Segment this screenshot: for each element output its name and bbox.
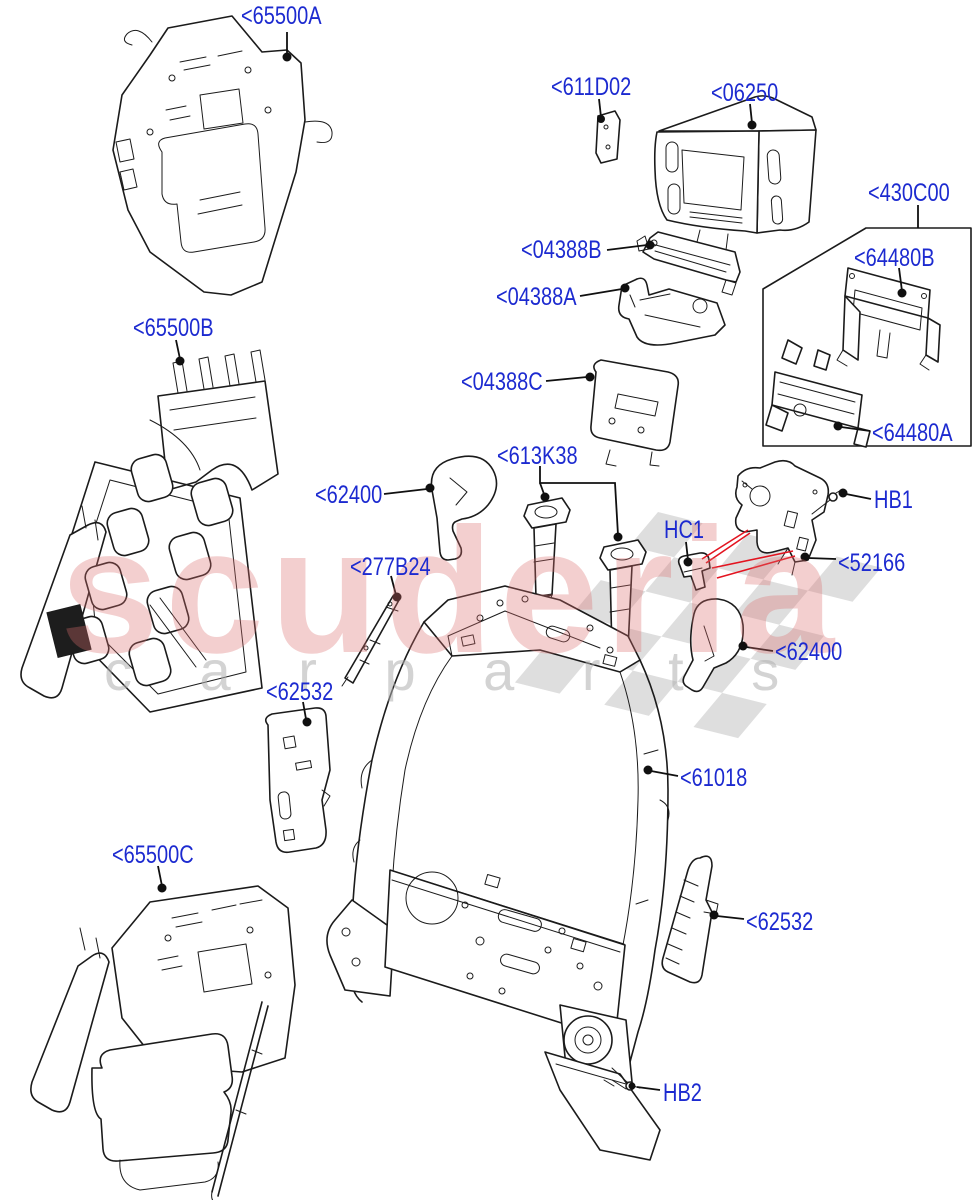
part-guide-trim-62400-left [431,456,496,560]
bolt-hb1 [829,493,837,501]
leader-lines [158,32,919,1090]
part-label-277B24[interactable]: <277B24 [350,553,431,581]
part-label-52166[interactable]: <52166 [838,549,906,577]
part-seat-back-assembly-65500C [31,886,295,1200]
watermark-brand-text: scuderia [60,491,840,690]
part-label-hc1[interactable]: HC1 [664,516,705,544]
part-label-613K38[interactable]: <613K38 [497,442,578,470]
part-label-hb1[interactable]: HB1 [874,486,913,514]
part-label-64480B[interactable]: <64480B [854,244,935,272]
part-label-hb2[interactable]: HB2 [663,1079,702,1107]
part-headrest-module-06250 [655,96,816,250]
part-label-65500C[interactable]: <65500C [112,841,194,869]
part-label-62400-left[interactable]: <62400 [315,481,383,509]
part-label-62400-right[interactable]: <62400 [775,638,843,666]
part-seat-back-panel-65500A [113,16,332,295]
part-guide-trim-62400-right [683,599,743,692]
part-bracket-04388A [619,278,725,345]
part-label-62532-right[interactable]: <62532 [746,908,814,936]
part-seat-back-assembly-65500B [21,350,278,712]
part-label-64480A[interactable]: <64480A [872,419,953,447]
part-label-430C00[interactable]: <430C00 [868,179,950,207]
part-headrest-guide-sleeves-613K38 [524,498,646,661]
watermark-sub-text: c a r p a r t s [104,639,805,702]
part-label-61018[interactable]: <61018 [680,764,748,792]
watermark: scuderia c a r p a r t s [60,491,840,702]
part-bracket-64480A [766,340,870,447]
part-label-62532-left[interactable]: <62532 [266,678,334,706]
part-label-65500A[interactable]: <65500A [241,2,322,30]
part-trim-plate-611D02 [596,111,620,163]
part-label-06250[interactable]: <06250 [711,79,779,107]
part-cover-04388C [591,360,678,466]
part-label-04388A[interactable]: <04388A [496,283,577,311]
part-seat-back-frame-61018 [327,586,669,1160]
part-bracket-04388B [637,232,740,295]
part-label-611D02[interactable]: <611D02 [551,73,632,101]
lumbar-motor [47,605,91,658]
part-label-65500B[interactable]: <65500B [133,314,214,342]
part-label-04388C[interactable]: <04388C [461,368,543,396]
part-bracket-64480B [837,268,940,370]
group-box-430C00 [763,228,971,447]
part-bracket-62532-left [266,708,330,852]
hc1-reference-arrows [702,530,795,578]
part-label-04388B[interactable]: <04388B [521,236,602,264]
part-bracket-62532-right [662,856,718,982]
